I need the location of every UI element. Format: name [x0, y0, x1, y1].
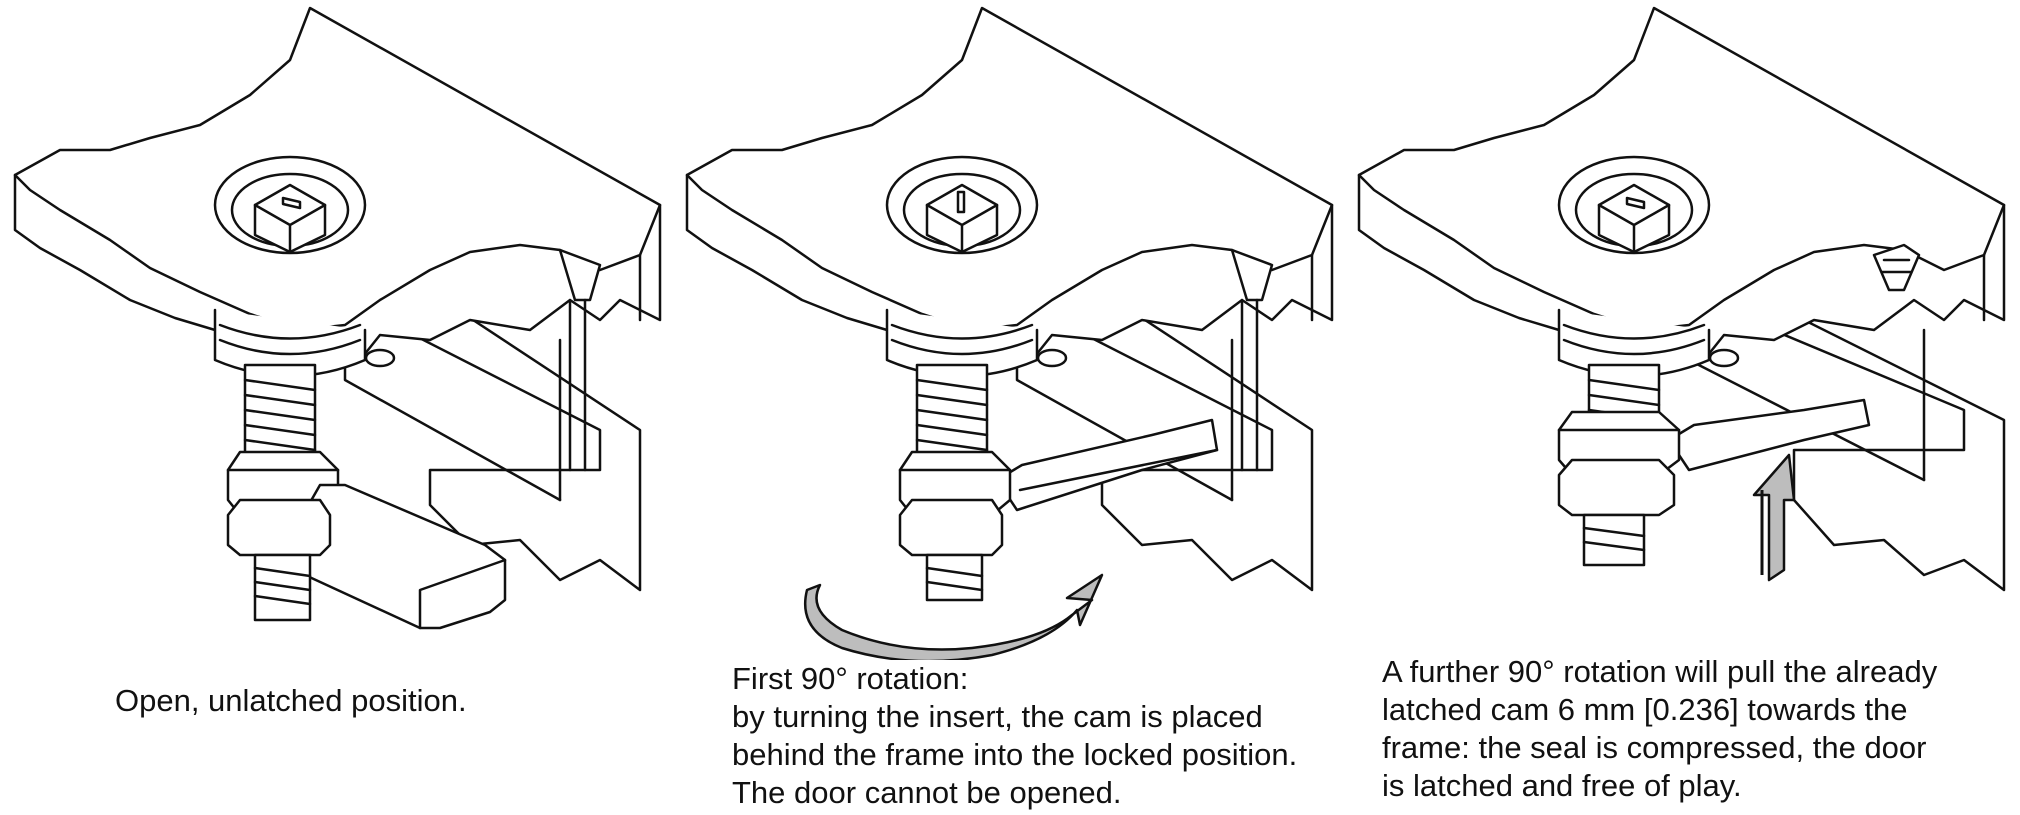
- caption-first-rotation: First 90° rotation: by turning the inser…: [732, 660, 1297, 812]
- caption-line: Open, unlatched position.: [115, 683, 467, 718]
- panel-first-rotation: First 90° rotation: by turning the inser…: [672, 0, 1344, 815]
- caption-line: is latched and free of play.: [1382, 768, 1742, 803]
- caption-line: A further 90° rotation will pull the alr…: [1382, 654, 1938, 689]
- panel-open: Open, unlatched position.: [0, 0, 672, 815]
- caption-line: latched cam 6 mm [0.236] towards the: [1382, 692, 1908, 727]
- caption-line: The door cannot be opened.: [732, 775, 1122, 810]
- up-arrow: [1752, 453, 1796, 582]
- caption-open: Open, unlatched position.: [115, 682, 467, 720]
- panel-further-rotation: A further 90° rotation will pull the alr…: [1344, 0, 2020, 815]
- caption-further-rotation: A further 90° rotation will pull the alr…: [1382, 653, 1937, 805]
- caption-line: by turning the insert, the cam is placed: [732, 699, 1263, 734]
- latch-illustration-further-rotation: [1357, 6, 2006, 592]
- caption-line: First 90° rotation:: [732, 661, 969, 696]
- latch-illustration-first-rotation: [685, 6, 1334, 660]
- caption-line: frame: the seal is compressed, the door: [1382, 730, 1927, 765]
- caption-line: behind the frame into the locked positio…: [732, 737, 1298, 772]
- rotation-arrow: [803, 573, 1104, 660]
- latch-illustration-open: [13, 6, 662, 630]
